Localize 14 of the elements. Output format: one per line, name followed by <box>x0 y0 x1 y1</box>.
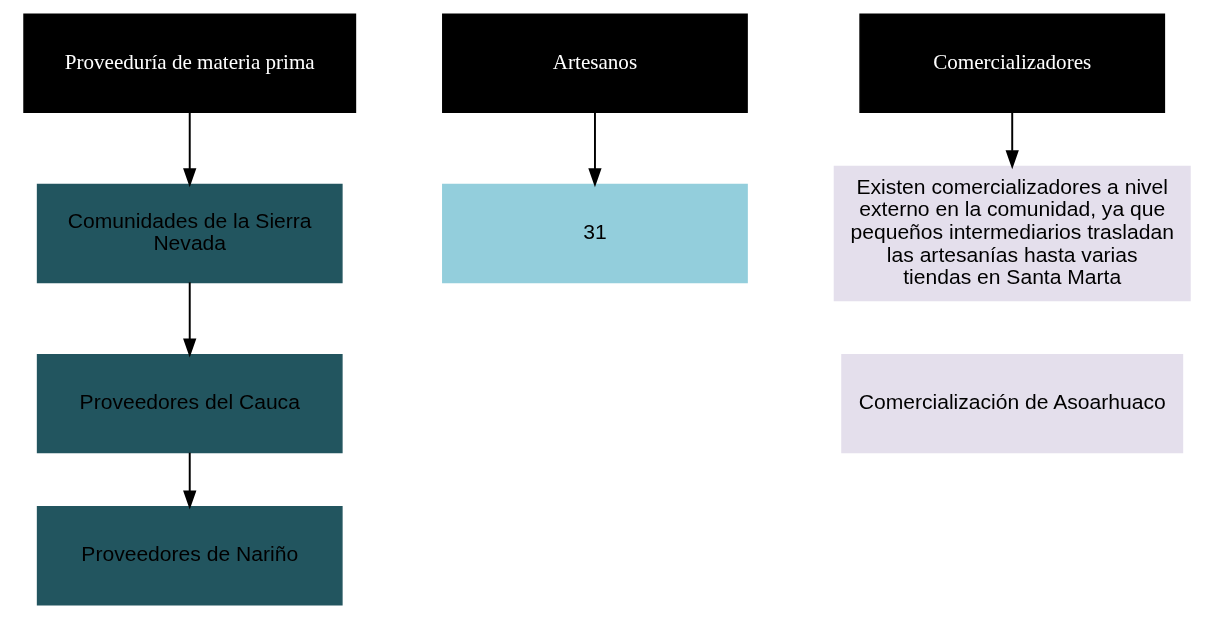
node-box: 31 <box>442 183 748 284</box>
arrow <box>183 111 197 188</box>
node-box: Proveedores del Cauca <box>36 353 343 454</box>
arrow <box>588 111 602 188</box>
arrow <box>183 451 197 510</box>
node-box: Existen comercializadores a nivel externo en la comunidad, ya que pequeños intermediarios trasladan las artesanías hasta varias tiendas en Santa Marta <box>833 165 1191 302</box>
arrow <box>1005 111 1019 170</box>
node-box: Comunidades de la Sierra Nevada <box>36 183 343 284</box>
node-box: Proveedores de Nariño <box>36 506 343 606</box>
node-box: Comercializadores <box>859 13 1166 113</box>
node-box: Artesanos <box>442 13 748 113</box>
arrow <box>183 281 197 358</box>
node-box: Proveeduría de materia prima <box>23 13 357 113</box>
node-box: Comercialización de Asoarhuaco <box>841 353 1184 454</box>
